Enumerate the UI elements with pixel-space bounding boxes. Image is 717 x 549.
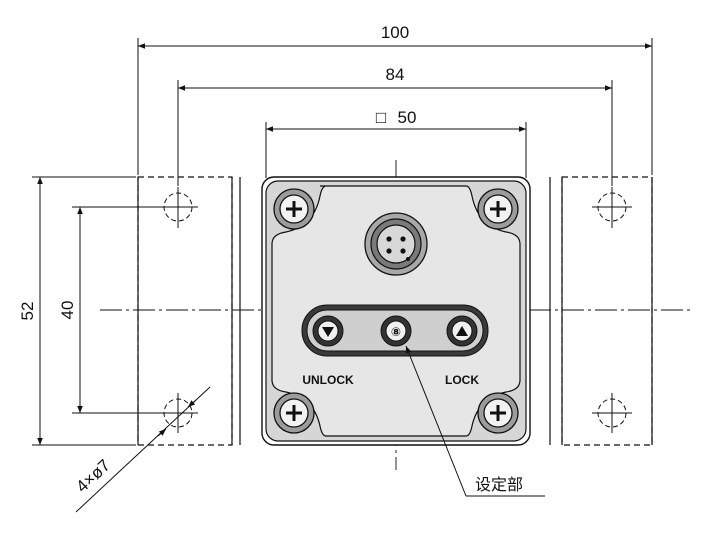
mounting-hole-bottom-right (592, 393, 632, 433)
dimension-overall-width (137, 38, 653, 175)
corner-screws (273, 188, 519, 434)
connector-icon (364, 212, 428, 276)
dimension-body-square (265, 122, 527, 178)
dimension-hole-pitch-x (177, 80, 613, 186)
dimension-hole-pitch-y (72, 206, 176, 414)
screw-top-right-icon (477, 188, 519, 230)
body-square-value: 50 (398, 108, 417, 127)
down-arrow-icon (322, 327, 334, 337)
screw-top-left-icon (273, 188, 315, 230)
hole-callout-text: 4×ø7 (72, 456, 114, 497)
hole-pitch-x-value: 84 (386, 65, 405, 84)
setting-section-leader (405, 345, 545, 497)
screw-bottom-right-icon (477, 392, 519, 434)
lock-button[interactable] (446, 315, 478, 347)
set-button-glyph-icon: ⑧ (391, 325, 401, 339)
overall-width-value: 100 (381, 23, 409, 42)
up-arrow-icon (456, 326, 468, 336)
dimension-overall-height (32, 176, 136, 446)
overall-height-value: 52 (18, 302, 37, 321)
setting-section-label: 设定部 (475, 475, 523, 494)
screw-bottom-left-icon (273, 392, 315, 434)
hole-callout-leader (75, 386, 211, 513)
mounting-plate (137, 176, 653, 446)
lock-label: LOCK (445, 373, 479, 387)
set-button[interactable]: ⑧ (380, 315, 412, 347)
mounting-hole-top-right (592, 187, 632, 228)
hole-pitch-y-value: 40 (58, 301, 77, 320)
unlock-label: UNLOCK (302, 373, 354, 387)
body-square-symbol: □ (376, 108, 386, 127)
unlock-button[interactable] (312, 315, 344, 347)
